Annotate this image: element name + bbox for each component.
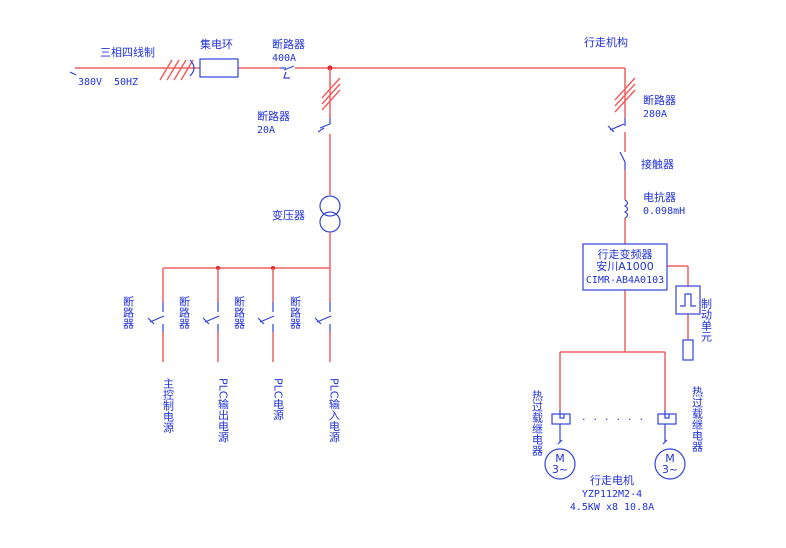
travel-breaker-label: 断路器 (643, 93, 676, 107)
motor-left-phase: 3~ (552, 463, 568, 476)
motors: M 3~ M 3~ (544, 448, 686, 480)
relay-right-label: 热过载继电器 (691, 386, 704, 453)
collector-ring-label: 集电环 (200, 37, 233, 51)
main-bus (69, 59, 625, 81)
motor-name: 行走电机 (590, 473, 634, 487)
branch-load-labels: 主控制电源 PLC输出电源 PLC电源 PLC输入电源 (162, 378, 341, 443)
reactor-label: 电抗器 (643, 190, 676, 204)
vfd-brand: 安川A1000 (596, 259, 654, 273)
load-plc-input: PLC输入电源 (328, 378, 341, 443)
reactor-value: 0.098mH (643, 206, 685, 217)
travel-feeder (559, 68, 689, 410)
brake-unit-label: 制动单元 (700, 298, 713, 342)
vfd-model: CIMR-AB4A0103 (586, 275, 664, 286)
supply-system: 三相四线制 (100, 45, 155, 59)
load-plc-output: PLC输出电源 (217, 378, 230, 443)
thermal-relays: ······ (551, 410, 677, 445)
motor-left-symbol: M (555, 452, 565, 465)
aux-breaker-label: 断路器 (257, 109, 290, 123)
collector-ring-symbol (189, 58, 239, 78)
transformer-label: 变压器 (272, 208, 305, 222)
branch-breaker-3: 断路器 (233, 295, 246, 330)
motor-spec: 4.5KW x8 10.8A (570, 502, 654, 513)
supply-frequency: 50HZ (114, 77, 138, 88)
travel-breaker-rating: 280A (643, 109, 667, 120)
supply-voltage: 380V (78, 77, 102, 88)
main-breaker-symbol (280, 65, 295, 79)
branch-feeders (147, 268, 332, 362)
branch-breaker-2: 断路器 (178, 295, 191, 330)
vfd-name: 行走变频器 (598, 247, 653, 261)
travel-title: 行走机构 (584, 35, 628, 49)
load-main-control: 主控制电源 (162, 378, 175, 434)
ellipsis-dots: ······ (582, 413, 651, 426)
main-breaker-rating: 400A (272, 53, 296, 64)
contactor-label: 接触器 (641, 157, 674, 171)
brake-unit-symbol (675, 285, 701, 361)
main-breaker-label: 断路器 (272, 37, 305, 51)
vfd-box: 行走变频器 安川A1000 CIMR-AB4A0103 (582, 243, 668, 291)
branch-breaker-labels: 断路器 断路器 断路器 断路器 (122, 295, 302, 330)
branch-breaker-1: 断路器 (122, 295, 135, 330)
motor-model: YZP112M2-4 (582, 489, 642, 500)
load-plc-power: PLC电源 (272, 378, 285, 421)
aux-feeder (163, 68, 341, 270)
aux-breaker-rating: 20A (257, 125, 275, 136)
motor-right-symbol: M (665, 452, 675, 465)
motor-left-icon (544, 448, 576, 480)
motor-right-icon (654, 448, 686, 480)
relay-left-label: 热过载继电器 (531, 390, 544, 457)
branch-breaker-4: 断路器 (289, 295, 302, 330)
motor-right-phase: 3~ (662, 463, 678, 476)
